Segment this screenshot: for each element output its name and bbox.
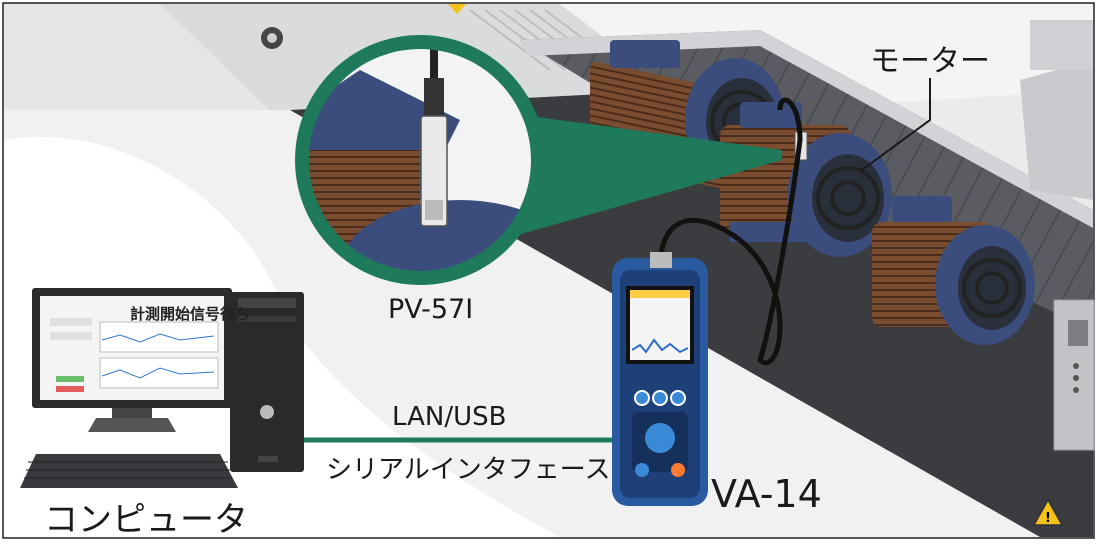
- monitor-screen-content: [50, 318, 219, 392]
- sensor-cable: [657, 97, 803, 366]
- zoom-circle: [295, 35, 545, 285]
- va14-device: [612, 252, 708, 506]
- connection-label-lan-usb: LAN/USB: [392, 402, 507, 432]
- sensor-label: PV-57I: [388, 294, 474, 325]
- motor-label: モーター: [870, 44, 990, 79]
- connection-label-serial: シリアルインタフェース: [326, 455, 611, 485]
- computer-label: コンピュータ: [44, 500, 248, 540]
- zoom-beam: [500, 112, 782, 240]
- motor-leader-line: [861, 78, 931, 171]
- monitor-screen-title: 計測開始信号待ち: [130, 305, 251, 323]
- motor-2: [720, 102, 892, 257]
- analyzer-label: VA-14: [711, 472, 822, 516]
- svg-text:!: !: [1045, 511, 1051, 526]
- motor-3: [872, 196, 1035, 345]
